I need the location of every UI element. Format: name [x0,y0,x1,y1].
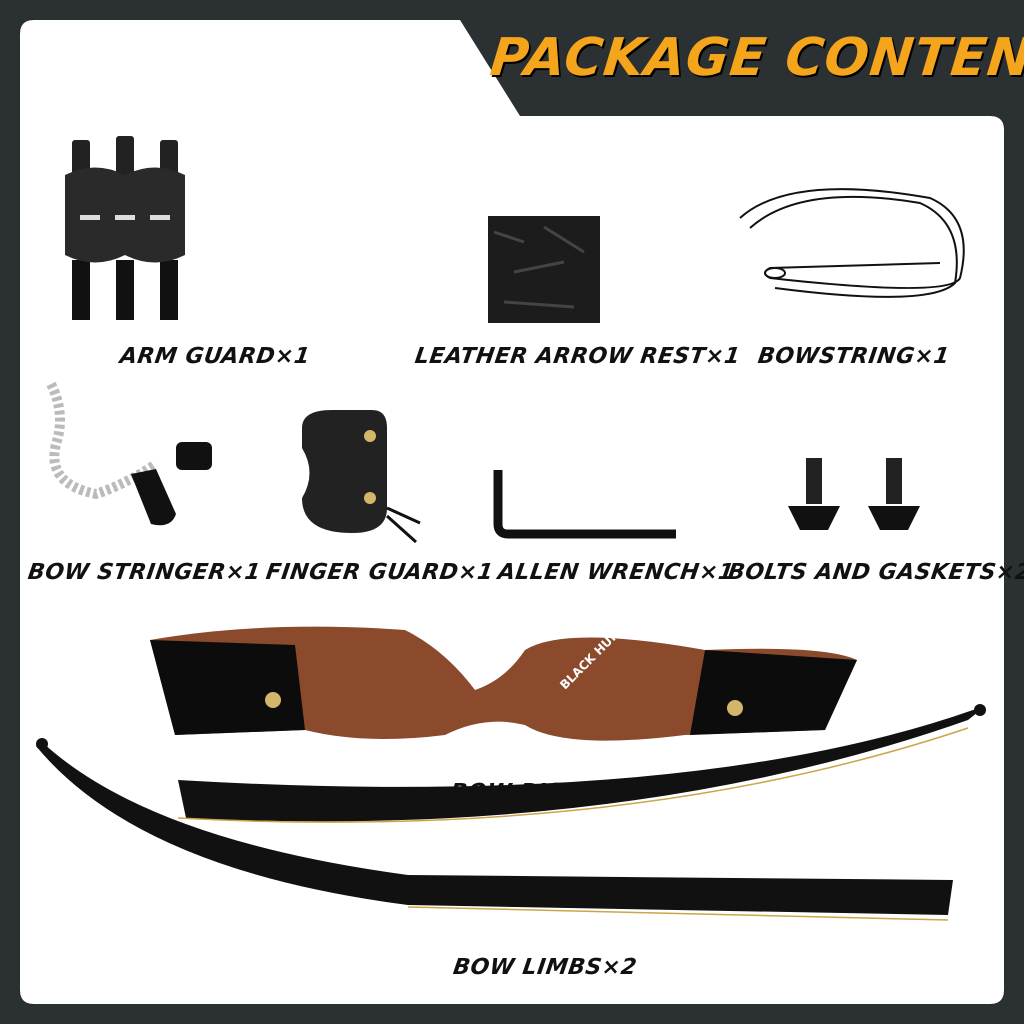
panel-background [20,20,1004,1004]
allen-wrench-label: ALLEN WRENCH×1 [496,560,736,585]
arrow-rest-label: LEATHER ARROW REST×1 [413,344,742,369]
content-panel [20,20,1004,1004]
bow-limbs-label: BOW LIMBS×2 [451,955,639,980]
finger-guard-label: FINGER GUARD×1 [264,560,495,585]
bow-limbs-icon [36,704,986,921]
allen-wrench-icon [493,470,676,539]
bow-stringer-label: BOW STRINGER×1 [26,560,263,585]
bowstring-icon [739,188,965,298]
finger-guard-icon [302,410,421,544]
arm-guard-icon [65,136,185,320]
bow-riser-icon: BLACK HUNTER [150,620,857,741]
bowstring-label: BOWSTRING×1 [756,344,952,369]
arm-guard-label: ARM GUARD×1 [118,344,312,369]
page-title: PACKAGE CONTENTS [487,28,1024,88]
arrow-rest-icon [488,216,600,323]
bolts-label: BOLTS AND GASKETS×2 [726,560,1024,585]
bow-stringer-icon [46,381,212,526]
bolts-icon [788,458,920,530]
